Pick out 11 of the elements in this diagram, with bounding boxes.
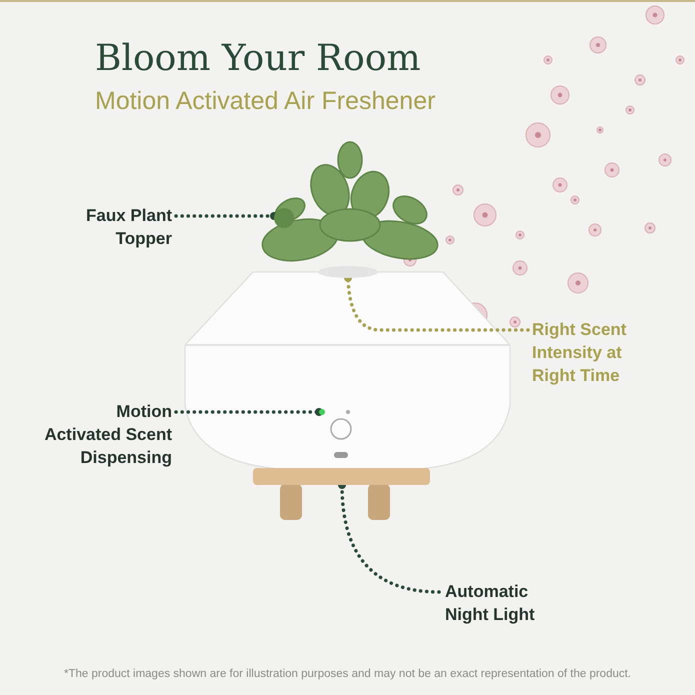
leader-line <box>174 212 278 220</box>
callout-text: Motion Activated Scent Dispensing <box>40 400 172 469</box>
callout-text: Faux Plant Topper <box>60 204 172 250</box>
wooden-base <box>253 468 430 485</box>
footnote: *The product images shown are for illustration purposes and may not be an exact representation of the product. <box>62 668 632 680</box>
subtitle: Motion Activated Air Freshener <box>95 87 436 116</box>
leader-line <box>174 408 323 416</box>
title: Bloom Your Room <box>95 38 421 79</box>
vent-opening <box>318 266 378 278</box>
callout-text: Right Scent Intensity at Right Time <box>532 318 652 387</box>
callout-text: Automatic Night Light <box>445 580 565 626</box>
